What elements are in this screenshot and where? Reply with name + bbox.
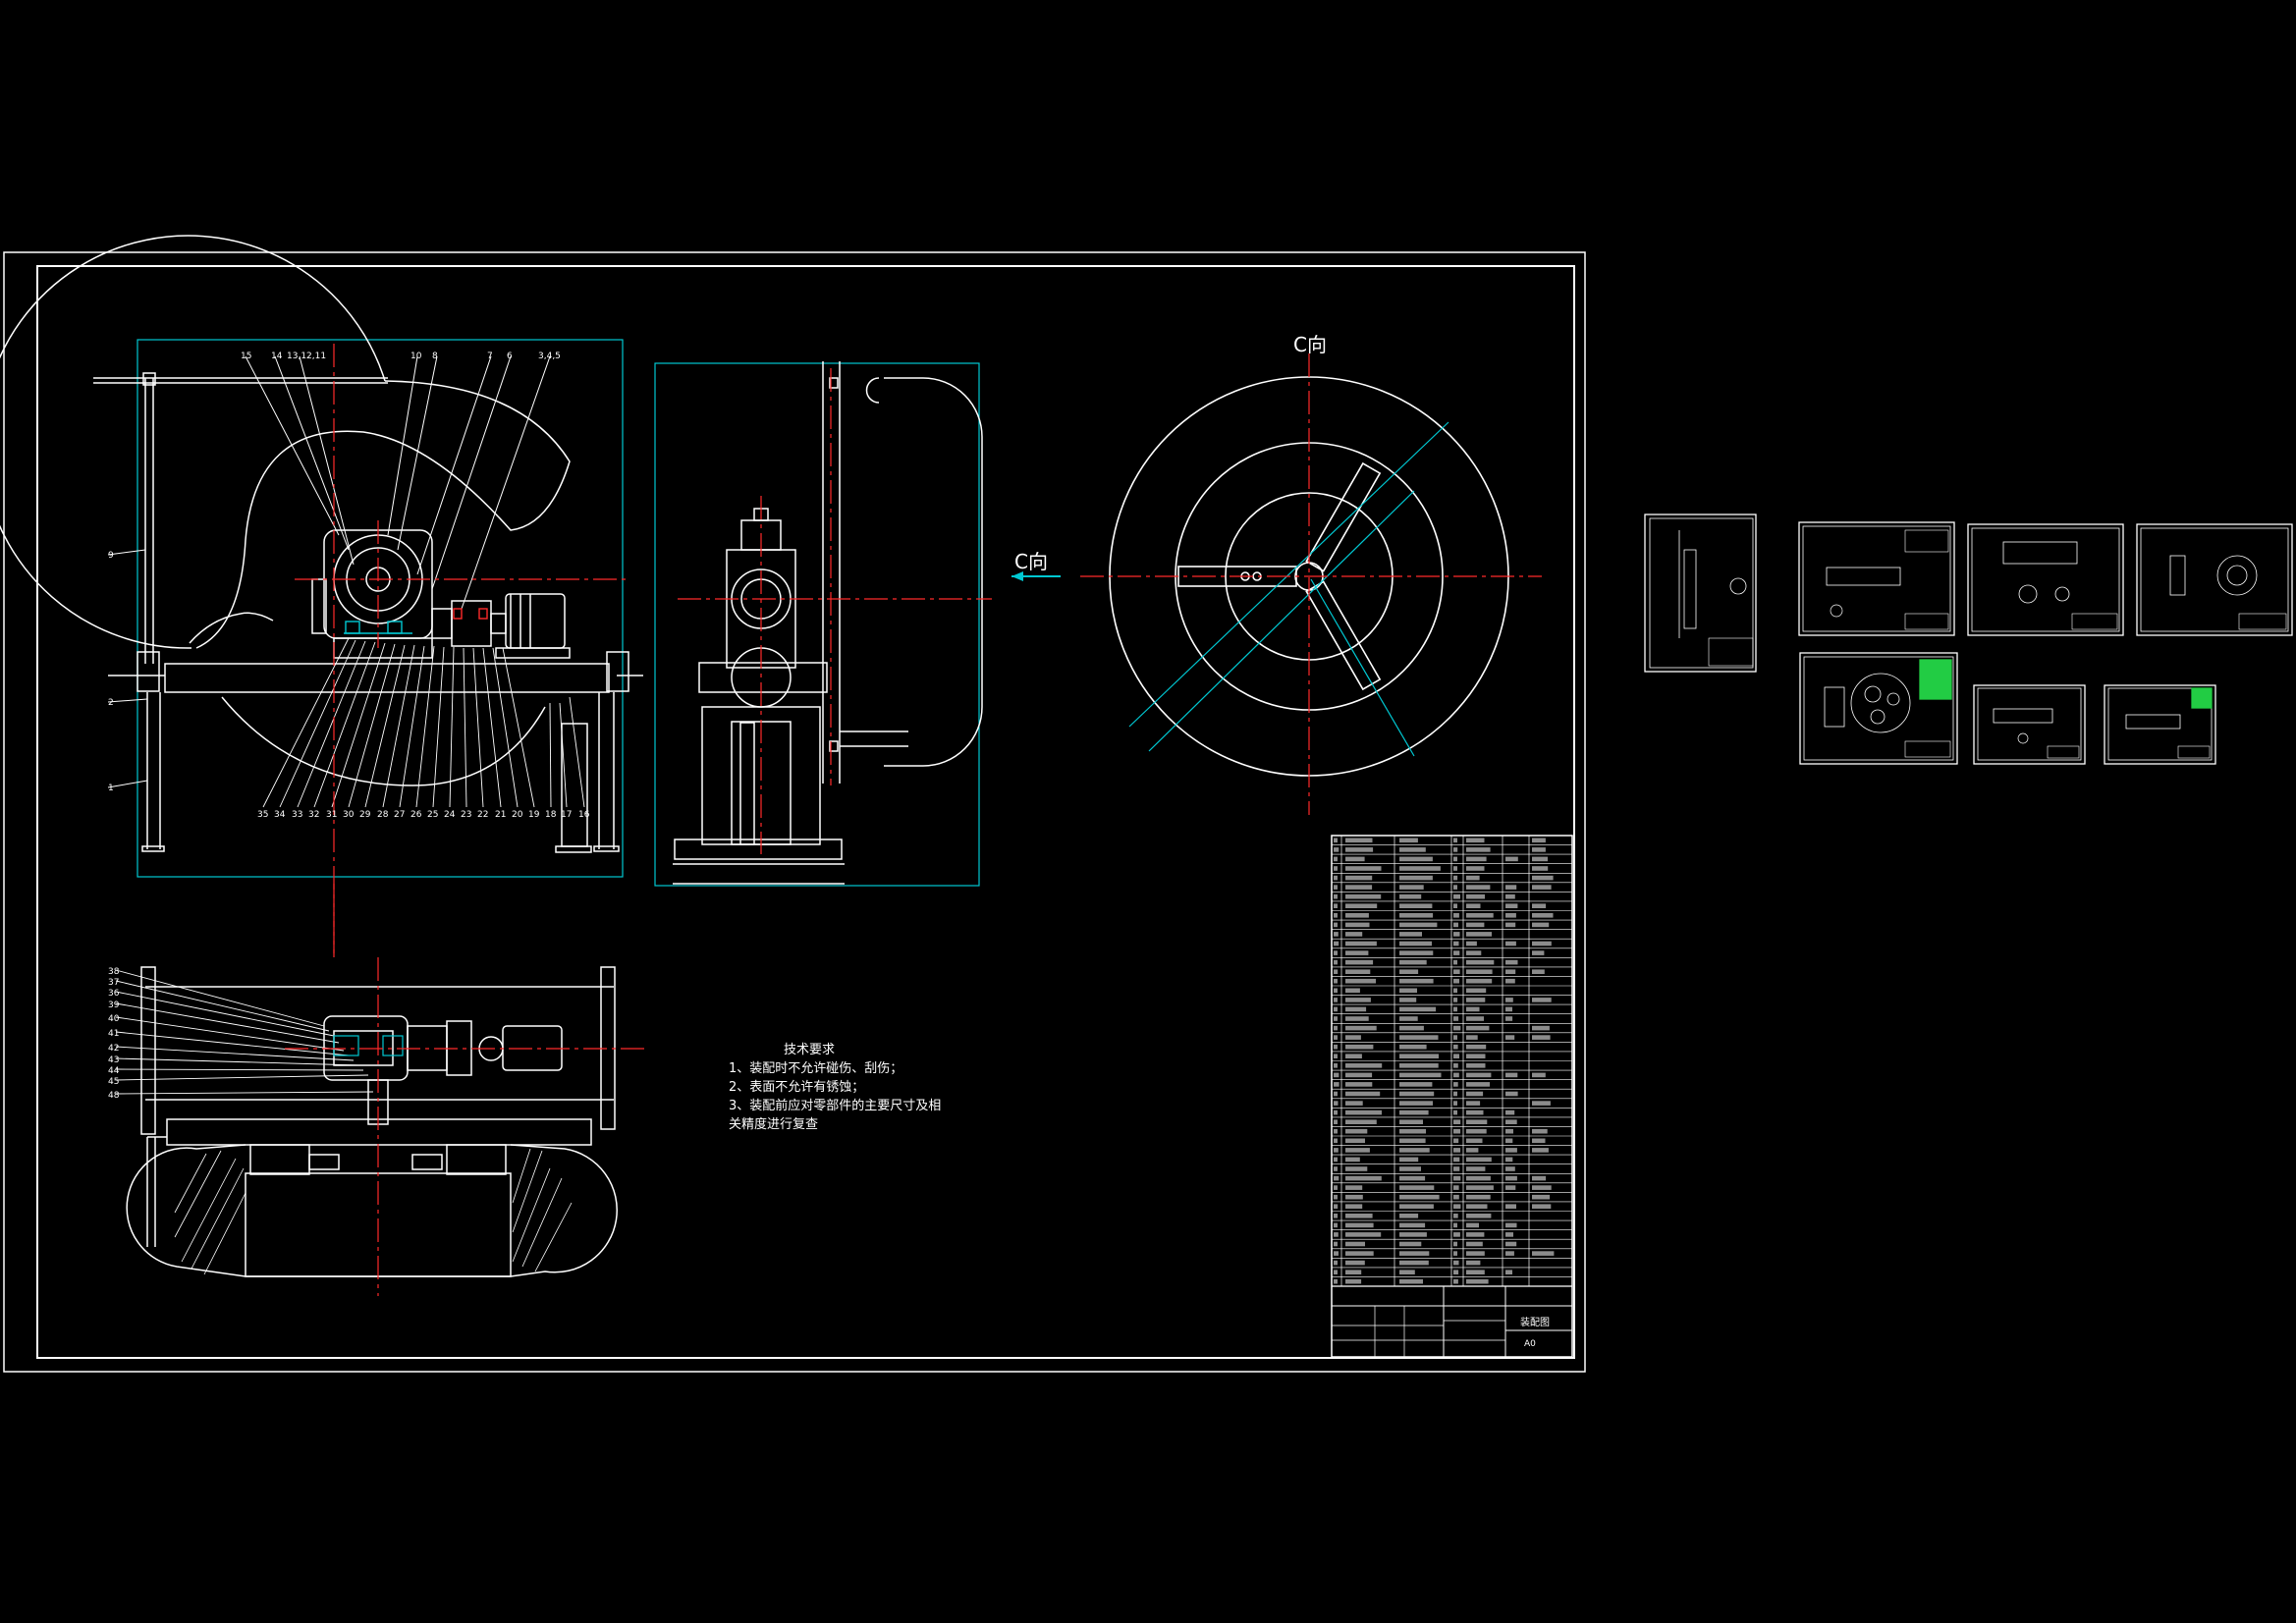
svg-text:17: 17 bbox=[561, 810, 572, 820]
front-view bbox=[0, 235, 643, 957]
svg-text:42: 42 bbox=[108, 1044, 119, 1054]
svg-text:35: 35 bbox=[257, 810, 268, 820]
tech-req-line: 1、装配时不允许碰伤、刮伤； bbox=[729, 1061, 903, 1076]
svg-text:41: 41 bbox=[108, 1029, 119, 1039]
svg-text:38: 38 bbox=[108, 967, 120, 977]
svg-text:45: 45 bbox=[108, 1077, 119, 1087]
sheet-inner-border bbox=[36, 265, 1575, 1359]
svg-text:21: 21 bbox=[495, 810, 506, 820]
svg-text:7: 7 bbox=[487, 352, 493, 361]
svg-text:28: 28 bbox=[377, 810, 389, 820]
svg-text:37: 37 bbox=[108, 978, 119, 988]
tech-req-line: 关精度进行复查 bbox=[729, 1117, 819, 1132]
svg-text:34: 34 bbox=[274, 810, 286, 820]
parts-list-text-marks bbox=[1334, 838, 1555, 1284]
view-direction-arrow bbox=[1011, 571, 1061, 581]
svg-text:26: 26 bbox=[410, 810, 422, 820]
svg-text:23: 23 bbox=[461, 810, 471, 820]
svg-text:9: 9 bbox=[108, 551, 114, 561]
svg-text:10: 10 bbox=[410, 352, 422, 361]
svg-text:22: 22 bbox=[477, 810, 488, 820]
svg-text:32: 32 bbox=[308, 810, 319, 820]
thumbnail-3 bbox=[1967, 523, 2124, 636]
thumbnail-2 bbox=[1798, 521, 1955, 636]
thumbnail-6 bbox=[1973, 684, 2086, 765]
technical-requirements: 技术要求 1、装配时不允许碰伤、刮伤； 2、表面不允许有锈蚀； 3、装配前应对零… bbox=[729, 1041, 941, 1134]
svg-text:15: 15 bbox=[241, 352, 251, 361]
svg-text:1: 1 bbox=[108, 784, 114, 793]
side-view bbox=[654, 361, 992, 887]
view-label-c-direction: C向 bbox=[1293, 333, 1327, 356]
tech-req-line: 2、表面不允许有锈蚀； bbox=[729, 1080, 865, 1095]
svg-text:2: 2 bbox=[108, 698, 114, 708]
svg-text:20: 20 bbox=[512, 810, 523, 820]
parts-list-rows bbox=[1332, 844, 1572, 1277]
svg-text:24: 24 bbox=[444, 810, 456, 820]
plan-view bbox=[115, 884, 648, 1296]
svg-text:14: 14 bbox=[271, 352, 283, 361]
tech-req-line: 3、装配前应对零部件的主要尺寸及相 bbox=[729, 1099, 942, 1113]
sheet-thumbnails bbox=[1644, 514, 2293, 765]
svg-text:39: 39 bbox=[108, 1001, 120, 1010]
c-direction-view bbox=[1080, 353, 1542, 815]
view-label-c-direction-arrow: C向 bbox=[1014, 550, 1048, 573]
svg-text:33: 33 bbox=[292, 810, 302, 820]
title-block-sheet-size: A0 bbox=[1524, 1339, 1536, 1349]
thumbnail-5 bbox=[1799, 652, 1958, 765]
svg-text:6: 6 bbox=[507, 352, 513, 361]
svg-text:36: 36 bbox=[108, 989, 120, 999]
svg-text:48: 48 bbox=[108, 1091, 120, 1101]
sheet-outer-border bbox=[3, 251, 1586, 1373]
svg-text:44: 44 bbox=[108, 1066, 120, 1076]
svg-text:30: 30 bbox=[343, 810, 355, 820]
svg-text:40: 40 bbox=[108, 1014, 120, 1024]
thumbnail-4 bbox=[2136, 523, 2293, 636]
svg-text:3,4,5: 3,4,5 bbox=[538, 352, 561, 361]
svg-text:8: 8 bbox=[432, 352, 438, 361]
tech-req-title: 技术要求 bbox=[784, 1043, 836, 1057]
svg-text:25: 25 bbox=[427, 810, 438, 820]
svg-text:27: 27 bbox=[394, 810, 405, 820]
thumbnail-7 bbox=[2104, 684, 2216, 765]
svg-text:43: 43 bbox=[108, 1055, 119, 1065]
svg-text:31: 31 bbox=[326, 810, 337, 820]
svg-text:16: 16 bbox=[578, 810, 590, 820]
svg-text:29: 29 bbox=[359, 810, 371, 820]
svg-text:19: 19 bbox=[528, 810, 540, 820]
svg-text:18: 18 bbox=[545, 810, 557, 820]
title-block-name: 装配图 bbox=[1520, 1318, 1550, 1328]
svg-text:13,12,11: 13,12,11 bbox=[287, 352, 326, 361]
thumbnail-1 bbox=[1644, 514, 1757, 673]
